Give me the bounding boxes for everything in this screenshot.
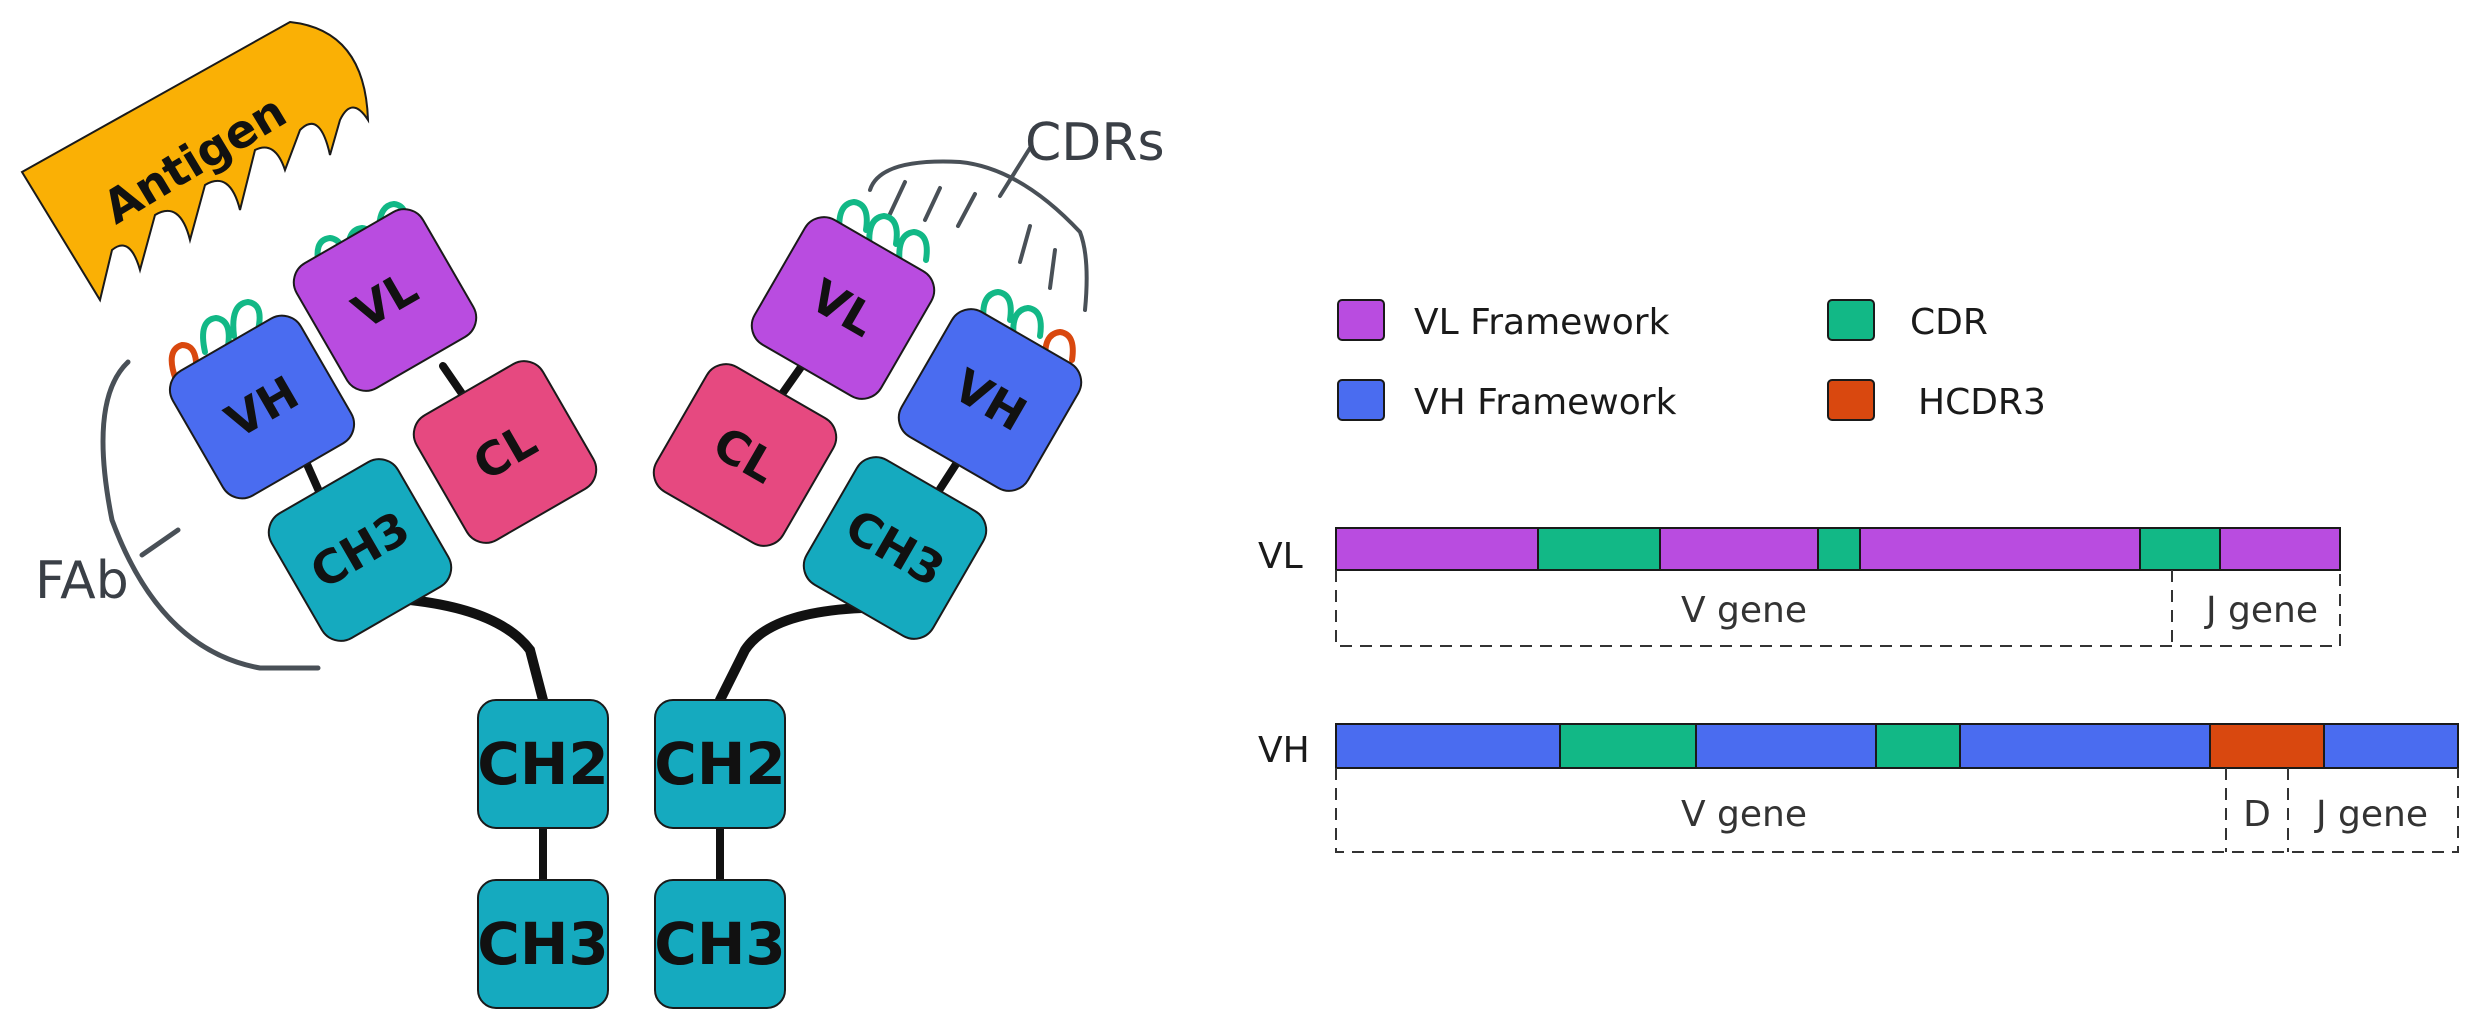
left-ch-domain: CH3	[267, 458, 453, 642]
vl-segment-framework	[2219, 527, 2341, 571]
vh-segment-framework	[1959, 723, 2211, 769]
cdrs-label: CDRs	[1025, 113, 1165, 173]
left-arm: VH VL CL CH3	[168, 200, 598, 642]
right-cl-domain: CL	[652, 363, 838, 547]
stem-left-ch3-box	[477, 879, 609, 1009]
left-vl-cl-link	[439, 362, 469, 402]
stem-right: CH2 CH3	[654, 699, 786, 1009]
legend-swatch-vh-framework	[1337, 379, 1385, 421]
vh-v-gene-label: V gene	[1681, 794, 1807, 835]
vh-segment-framework	[1335, 723, 1561, 769]
legend-label-vh-framework: VH Framework	[1414, 382, 1677, 423]
stem-right-ch3-label: CH3	[654, 910, 785, 978]
cdrs-ticks	[888, 180, 1057, 290]
cdr-loop	[980, 288, 1014, 327]
vh-segment-framework	[1695, 723, 1877, 769]
left-cl-domain: CL	[412, 360, 598, 544]
vl-segment-cdr	[1537, 527, 1661, 571]
right-cl-box	[652, 363, 838, 547]
left-ch-box	[267, 458, 453, 642]
stem-left-ch2-box	[477, 699, 609, 829]
right-ch-domain: CH3	[802, 456, 988, 640]
cdr-loop	[200, 314, 232, 355]
stem-right-ch2-label: CH2	[654, 730, 785, 798]
vh-segment-cdr	[1875, 723, 1961, 769]
left-hinge	[405, 595, 548, 705]
legend: VL Framework CDR VH Framework HCDR3	[1337, 299, 2046, 423]
vl-segment-framework	[1859, 527, 2141, 571]
cdr-loop	[866, 212, 900, 253]
vh-segment-framework	[2323, 723, 2459, 769]
cdr-loop	[1010, 304, 1044, 343]
legend-label-vl-framework: VL Framework	[1414, 302, 1670, 343]
vl-segment-framework	[1335, 527, 1539, 571]
cdr-loop	[230, 298, 263, 339]
vl-segment-cdr	[2139, 527, 2221, 571]
cdr-loop	[896, 228, 930, 269]
hcdr3-loop	[168, 341, 200, 383]
vl-segment-framework	[1659, 527, 1819, 571]
vh-segment-cdr	[1559, 723, 1697, 769]
cdr-loop	[836, 198, 870, 239]
vl-gene-brackets	[1335, 570, 2341, 647]
vh-j-gene-label: J gene	[2314, 794, 2428, 835]
right-hinge	[715, 603, 867, 705]
left-cl-box	[412, 360, 598, 544]
stem-right-ch3-box	[654, 879, 786, 1009]
left-vl-domain: VL	[292, 208, 478, 392]
vl-chain-label: VL	[1258, 536, 1303, 577]
vh-segment-hcdr3	[2209, 723, 2325, 769]
antigen-shape	[20, 20, 370, 303]
vh-d-gene-label: D	[2243, 794, 2271, 835]
stem-left: CH2 CH3	[477, 699, 609, 1009]
legend-label-cdr: CDR	[1910, 302, 1988, 343]
vl-j-gene-label: J gene	[2204, 590, 2318, 631]
legend-swatch-cdr	[1827, 299, 1875, 341]
linkers	[302, 356, 964, 884]
vl-v-gene-label: V gene	[1681, 590, 1807, 631]
vh-chain: VH V gene D J gene	[1258, 723, 2459, 853]
stem-left-ch3-label: CH3	[477, 910, 608, 978]
vh-chain-label: VH	[1258, 730, 1310, 771]
right-vl-cdr-loops	[836, 198, 930, 269]
cdrs-bracket-line	[868, 146, 1089, 312]
right-vl-box	[750, 216, 936, 400]
cdrs-bracket: CDRs	[868, 113, 1165, 312]
fab-label: FAb	[35, 551, 129, 611]
right-vh-box	[897, 308, 1083, 492]
legend-swatch-vl-framework	[1337, 299, 1385, 341]
right-vh-domain: VH	[897, 308, 1083, 492]
left-vl-box	[292, 208, 478, 392]
stem-right-ch2-box	[654, 699, 786, 829]
left-vh-cdr-loops	[168, 298, 263, 383]
vh-gene-brackets	[1335, 768, 2459, 853]
right-vl-domain: VL	[750, 216, 936, 400]
legend-label-hcdr3: HCDR3	[1918, 382, 2046, 423]
left-vh-box	[168, 314, 356, 500]
fab-bracket: FAb	[35, 359, 321, 671]
fab-bracket-line	[100, 359, 321, 671]
right-ch-box	[802, 456, 988, 640]
left-vh-domain: VH	[168, 314, 356, 500]
vl-chain: VL V gene J gene	[1258, 527, 2341, 647]
right-arm: VL VH CL CH3	[652, 198, 1083, 640]
legend-swatch-hcdr3	[1827, 379, 1875, 421]
stem-left-ch2-label: CH2	[477, 730, 608, 798]
vl-segment-cdr	[1817, 527, 1861, 571]
